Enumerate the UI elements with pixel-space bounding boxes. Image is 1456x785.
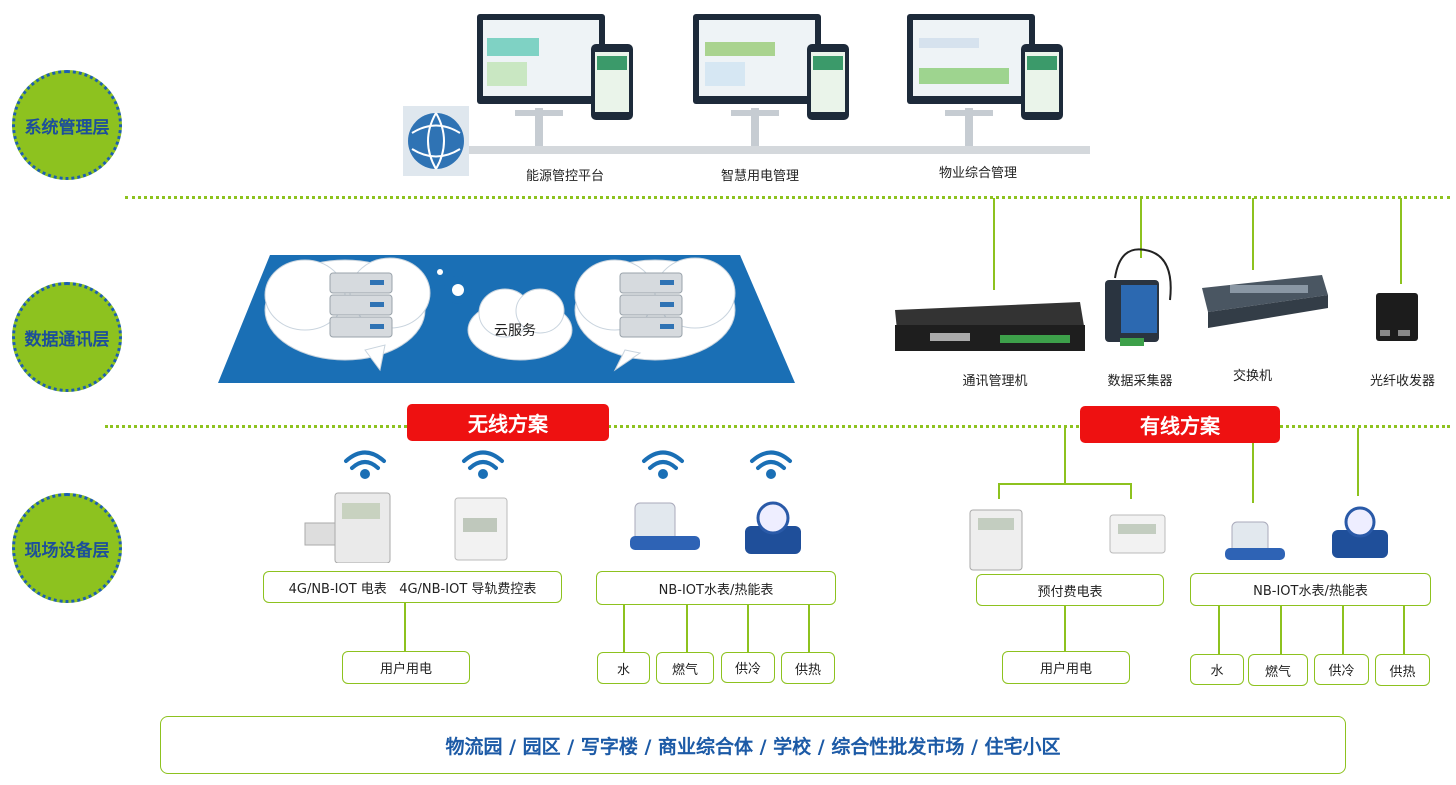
server-icon xyxy=(329,272,393,338)
wireless-devices-graphic xyxy=(304,450,801,563)
water-meter-icon xyxy=(1225,521,1285,560)
connector-line xyxy=(998,483,1000,499)
layer-badge-system: 系统管理层 xyxy=(12,70,122,180)
connector-line xyxy=(1218,606,1220,654)
connector-line xyxy=(1064,606,1066,651)
rail-meter-icon xyxy=(1109,514,1166,554)
monitor-icon xyxy=(477,14,633,146)
network-globe-icon xyxy=(403,106,469,176)
box-label: 水 xyxy=(616,662,630,678)
box-label: 预付费电表 xyxy=(1037,584,1103,600)
box-label: NB-IOT水表/热能表 xyxy=(1253,584,1368,599)
box-label: 用户用电 xyxy=(1039,662,1092,677)
layer-label: 现场设备层 xyxy=(24,540,110,561)
gear-icon xyxy=(432,264,472,304)
comm-devices-graphic xyxy=(895,248,1418,351)
comm-device-label: 数据采集器 xyxy=(1107,374,1173,389)
utility-box: 供热 xyxy=(781,652,835,684)
platform-label: 能源管控平台 xyxy=(525,169,604,184)
box-label: 燃气 xyxy=(1264,664,1291,680)
wireless-meter-box: 4G/NB-IOT 电表 4G/NB-IOT 导轨费控表 xyxy=(263,571,562,603)
connector-line xyxy=(404,603,406,651)
box-label: 供热 xyxy=(1389,664,1416,680)
connector-line xyxy=(1400,198,1402,284)
connector-line xyxy=(998,483,1132,485)
wireless-water-box: NB-IOT水表/热能表 xyxy=(596,571,836,605)
electric-meter-icon xyxy=(304,492,391,563)
connector-line xyxy=(1252,198,1254,270)
connector-line xyxy=(993,198,995,290)
wired-meter-box: 预付费电表 xyxy=(976,574,1164,606)
wired-user-power-box: 用户用电 xyxy=(1002,651,1130,684)
cloud-service-label: 云服务 xyxy=(494,323,536,339)
layer-separator xyxy=(125,196,1450,199)
monitor-icon xyxy=(693,14,849,146)
wired-devices-graphic xyxy=(969,506,1388,571)
cloud-service-banner xyxy=(218,255,795,383)
wifi-icon xyxy=(344,450,386,479)
box-label: 水 xyxy=(1210,664,1224,679)
wifi-icon xyxy=(642,450,684,479)
platform-monitors-graphic xyxy=(403,14,1090,176)
layer-badge-field: 现场设备层 xyxy=(12,493,122,603)
connector-line xyxy=(686,605,688,652)
box-label: 用户用电 xyxy=(379,662,432,677)
connector-line xyxy=(747,605,749,652)
scenarios-text: 物流园 / 园区 / 写字楼 / 商业综合体 / 学校 / 综合性批发市场 / … xyxy=(445,735,1061,758)
utility-box: 供冷 xyxy=(1314,654,1369,685)
box-label: 供热 xyxy=(794,662,821,678)
utility-box: 供冷 xyxy=(721,652,775,683)
monitor-icon xyxy=(907,14,1063,146)
application-scenarios-box: 物流园 / 园区 / 写字楼 / 商业综合体 / 学校 / 综合性批发市场 / … xyxy=(160,716,1346,774)
water-meter-icon xyxy=(630,502,700,550)
wireless-user-power-box: 用户用电 xyxy=(342,651,470,684)
box-label: 供冷 xyxy=(1328,664,1355,679)
fiber-transceiver-icon xyxy=(1376,293,1418,341)
comm-device-label: 交换机 xyxy=(1232,369,1272,384)
connector-line xyxy=(1064,428,1066,484)
connector-line xyxy=(1403,606,1405,654)
wired-solution-label: 有线方案 xyxy=(1080,406,1280,443)
comm-device-label: 通讯管理机 xyxy=(962,374,1028,389)
layer-label: 数据通讯层 xyxy=(24,329,110,350)
server-icon xyxy=(619,272,683,338)
layer-label: 系统管理层 xyxy=(24,117,110,138)
connector-line xyxy=(623,605,625,652)
utility-box: 水 xyxy=(597,652,650,684)
box-label: 燃气 xyxy=(671,662,698,678)
heat-meter-icon xyxy=(745,501,801,554)
switch-icon xyxy=(1202,275,1328,328)
layer-badge-comm: 数据通讯层 xyxy=(12,282,122,392)
utility-box: 供热 xyxy=(1375,654,1430,686)
box-label: 供冷 xyxy=(734,662,761,677)
connector-line xyxy=(1280,606,1282,654)
platform-label: 物业综合管理 xyxy=(938,166,1017,181)
connector-line xyxy=(1357,428,1359,496)
box-label: NB-IOT水表/热能表 xyxy=(658,582,774,598)
utility-box: 燃气 xyxy=(656,652,714,684)
prepaid-meter-icon xyxy=(969,509,1023,571)
box-label: 4G/NB-IOT 电表 4G/NB-IOT 导轨费控表 xyxy=(288,581,537,597)
platform-label: 智慧用电管理 xyxy=(720,169,799,184)
comm-manager-icon xyxy=(895,302,1085,351)
wireless-solution-label: 无线方案 xyxy=(407,404,609,441)
heat-meter-icon xyxy=(1332,506,1388,558)
utility-box: 水 xyxy=(1190,654,1244,685)
connector-line xyxy=(1140,198,1142,258)
layer-separator xyxy=(105,425,1450,428)
data-collector-icon xyxy=(1105,248,1172,346)
wifi-icon xyxy=(750,450,792,479)
connector-line xyxy=(1130,483,1132,499)
comm-device-label: 光纤收发器 xyxy=(1369,374,1435,389)
wired-water-box: NB-IOT水表/热能表 xyxy=(1190,573,1431,606)
connector-line xyxy=(1342,606,1344,654)
connector-line xyxy=(1252,443,1254,503)
wifi-icon xyxy=(462,450,504,479)
utility-box: 燃气 xyxy=(1248,654,1308,686)
connector-line xyxy=(808,605,810,652)
rail-meter-icon xyxy=(454,497,508,561)
